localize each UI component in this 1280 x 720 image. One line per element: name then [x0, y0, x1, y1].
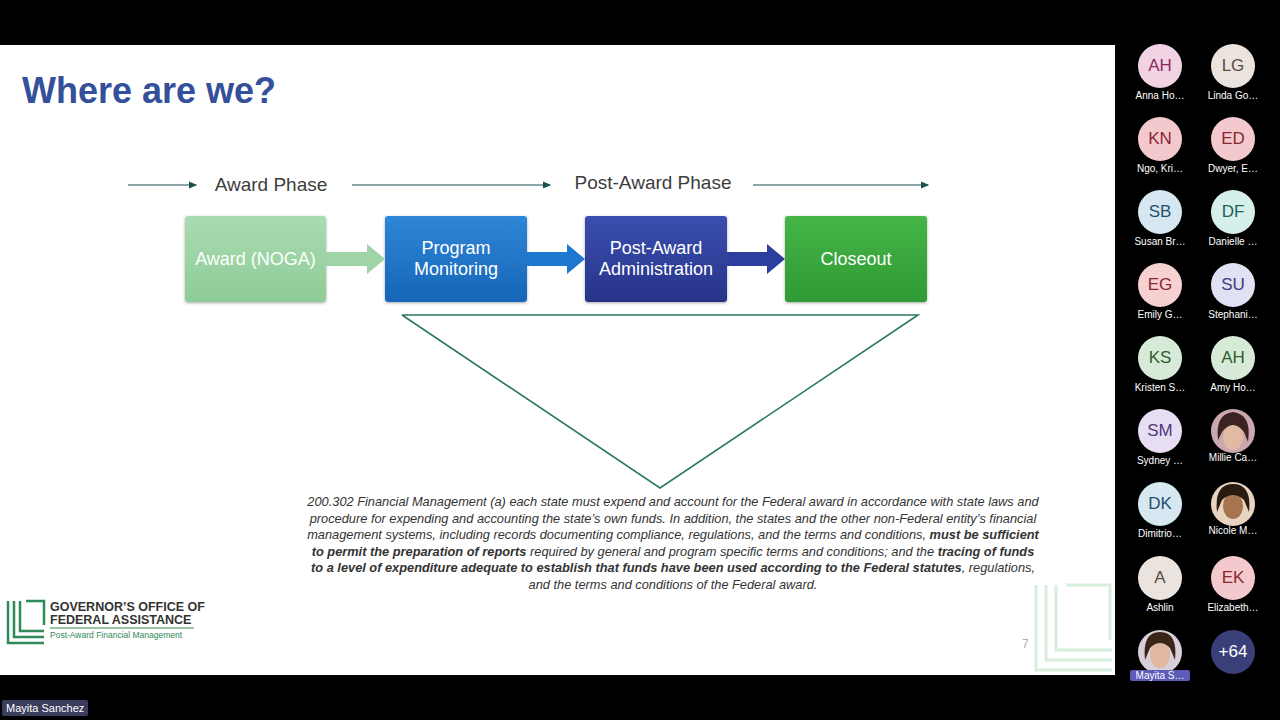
participant-avatar: AHAnna Ho…	[1138, 44, 1182, 88]
avatar-initials: SM	[1147, 421, 1173, 441]
participant-name: Dwyer, E…	[1189, 163, 1277, 174]
process-box: Closeout	[785, 216, 927, 302]
box-text: Award (NOGA)	[195, 249, 316, 270]
flow-arrow	[727, 244, 785, 274]
participant-name: Millie Ca…	[1189, 452, 1277, 463]
callout-triangle	[402, 315, 918, 488]
participant-name: Ngo, Kri…	[1116, 163, 1204, 174]
participant-name: Nicole M…	[1189, 525, 1277, 536]
flow-arrow	[527, 244, 585, 274]
watermark-logo	[1036, 585, 1112, 670]
participant-avatar: EKElizabeth…	[1211, 556, 1255, 600]
avatar-initials: AH	[1221, 348, 1245, 368]
participant-avatar: KNNgo, Kri…	[1138, 117, 1182, 161]
participant-avatar: EDDwyer, E…	[1211, 117, 1255, 161]
participant-avatar: KSKristen S…	[1138, 336, 1182, 380]
box-text: Post-Award Administration	[589, 238, 723, 280]
participant-name: Dimitrio…	[1116, 528, 1204, 539]
participant-name: Emily G…	[1116, 309, 1204, 320]
avatar-initials: EG	[1148, 275, 1173, 295]
logo-subtitle: Post-Award Financial Management	[50, 630, 182, 640]
participant-avatar: SUStephani…	[1211, 263, 1255, 307]
avatar-initials: A	[1154, 568, 1165, 588]
participant-avatar: AHAmy Ho…	[1211, 336, 1255, 380]
participant-avatar: SBSusan Br…	[1138, 190, 1182, 234]
avatar-initials: +64	[1219, 642, 1248, 662]
avatar-initials: SU	[1221, 275, 1245, 295]
flow-arrow	[326, 244, 385, 274]
participant-name: Danielle …	[1189, 236, 1277, 247]
process-box: Program Monitoring	[385, 216, 527, 302]
avatar-initials: DK	[1148, 494, 1172, 514]
speaker-name: Mayita Sanchez	[6, 702, 84, 714]
avatar-initials: SB	[1149, 202, 1172, 222]
participant-name: Ashlin	[1116, 602, 1204, 613]
participant-avatar: EGEmily G…	[1138, 263, 1182, 307]
logo-text: GOVERNOR’S OFFICE OF	[50, 600, 205, 614]
box-text: Closeout	[820, 249, 891, 270]
slide-title: Where are we?	[22, 70, 276, 112]
phase-arrow	[128, 184, 196, 185]
participant-avatar: LGLinda Go…	[1211, 44, 1255, 88]
regulation-text: required by general and program specific…	[530, 544, 934, 559]
speaker-name-tag: Mayita Sanchez	[2, 700, 88, 716]
avatar-initials: LG	[1222, 56, 1245, 76]
participant-avatar: DFDanielle …	[1211, 190, 1255, 234]
participant-name: Linda Go…	[1189, 90, 1277, 101]
avatar-initials: EK	[1222, 568, 1245, 588]
logo-text: FEDERAL ASSISTANCE	[50, 613, 191, 627]
participant-name: Sydney …	[1116, 455, 1204, 466]
participant-name: Stephani…	[1189, 309, 1277, 320]
participant-avatar: +64	[1211, 630, 1255, 674]
participant-name: Susan Br…	[1116, 236, 1204, 247]
phase-label: Award Phase	[171, 174, 371, 196]
avatar-initials: AH	[1148, 56, 1172, 76]
regulation-text: 200.302 Financial Management (a) each st…	[307, 494, 1039, 542]
process-box: Post-Award Administration	[585, 216, 727, 302]
participant-name: Mayita S…	[1130, 670, 1190, 681]
phase-arrow	[753, 184, 928, 185]
phase-arrow	[352, 184, 550, 185]
avatar-initials: KN	[1148, 129, 1172, 149]
participant-name: Amy Ho…	[1189, 382, 1277, 393]
phase-label: Post-Award Phase	[553, 172, 753, 194]
participant-avatar: SMSydney …	[1138, 409, 1182, 453]
avatar-initials: DF	[1222, 202, 1245, 222]
regulation-note: 200.302 Financial Management (a) each st…	[306, 494, 1040, 594]
participant-avatar: DKDimitrio…	[1138, 482, 1182, 526]
page-number: 7	[1022, 637, 1029, 651]
participant-photo	[1211, 409, 1255, 453]
process-box: Award (NOGA)	[185, 216, 326, 302]
avatar-initials: ED	[1221, 129, 1245, 149]
participant-name: Anna Ho…	[1116, 90, 1204, 101]
box-text: Program Monitoring	[389, 238, 523, 280]
participant-avatar: AAshlin	[1138, 556, 1182, 600]
participant-name: Elizabeth…	[1189, 602, 1277, 613]
participant-photo	[1211, 482, 1255, 526]
participant-name: Kristen S…	[1116, 382, 1204, 393]
avatar-initials: KS	[1149, 348, 1172, 368]
participant-photo	[1138, 630, 1182, 674]
